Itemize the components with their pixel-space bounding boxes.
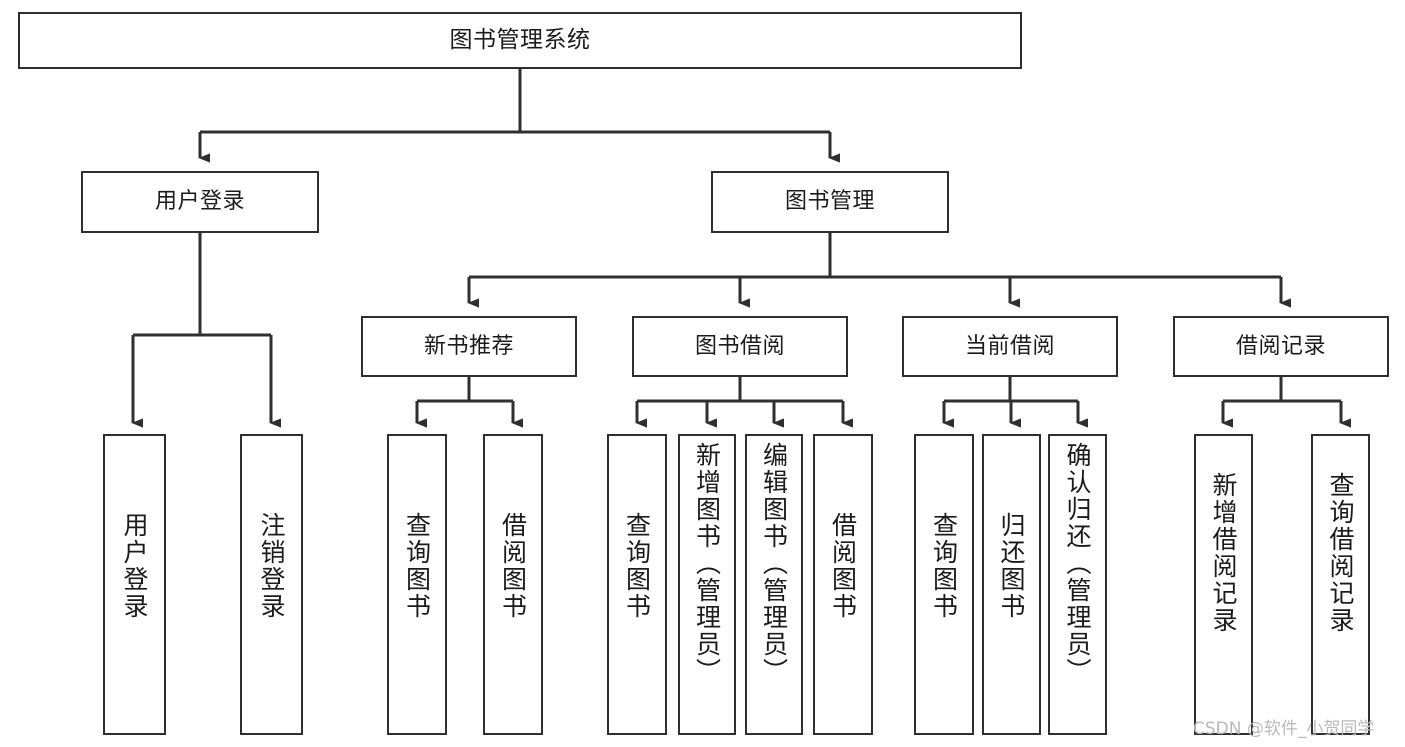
node-label: 借阅图书 <box>828 512 858 620</box>
node-label: 图书借阅 <box>694 333 785 359</box>
node-label: 查询图书 <box>402 512 432 620</box>
node-label: 编辑图书（管理员） <box>759 442 789 685</box>
node-label: 新增借阅记录 <box>1209 472 1238 634</box>
node-leaf-query-book-current[interactable]: 查询图书 <box>914 434 974 735</box>
node-leaf-query-borrow-record[interactable]: 查询借阅记录 <box>1311 434 1370 735</box>
node-leaf-query-book-borrow[interactable]: 查询图书 <box>607 434 667 735</box>
node-current-borrow[interactable]: 当前借阅 <box>902 316 1118 377</box>
node-leaf-add-book-admin[interactable]: 新增图书（管理员） <box>678 434 736 735</box>
node-label: 新增图书（管理员） <box>692 442 722 685</box>
node-leaf-borrow-book-recommend[interactable]: 借阅图书 <box>483 434 543 735</box>
node-leaf-query-book-recommend[interactable]: 查询图书 <box>387 434 447 735</box>
node-leaf-edit-book-admin[interactable]: 编辑图书（管理员） <box>745 434 803 735</box>
node-label: 图书管理 <box>784 189 875 215</box>
node-label: 用户登录 <box>154 189 245 215</box>
node-leaf-user-login[interactable]: 用户登录 <box>103 434 166 735</box>
node-leaf-logout-login[interactable]: 注销登录 <box>240 434 303 735</box>
node-label: 查询图书 <box>929 512 959 620</box>
node-user-login[interactable]: 用户登录 <box>81 171 319 233</box>
node-root-book-management-system[interactable]: 图书管理系统 <box>18 12 1022 69</box>
node-label: 查询借阅记录 <box>1326 472 1355 634</box>
node-book-borrow[interactable]: 图书借阅 <box>632 316 848 377</box>
node-label: 新书推荐 <box>423 333 514 359</box>
node-label: 用户登录 <box>120 512 149 620</box>
node-label: 确认归还（管理员） <box>1063 442 1092 685</box>
node-borrow-record[interactable]: 借阅记录 <box>1173 316 1389 377</box>
node-leaf-confirm-return-admin[interactable]: 确认归还（管理员） <box>1048 434 1107 735</box>
node-book-management[interactable]: 图书管理 <box>711 171 949 233</box>
node-label: 图书管理系统 <box>449 26 591 53</box>
node-label: 注销登录 <box>257 512 286 620</box>
node-label: 借阅图书 <box>498 512 528 620</box>
node-label: 查询图书 <box>622 512 652 620</box>
csdn-watermark: CSDN @软件_小贺同学 <box>1193 719 1375 739</box>
node-leaf-borrow-book-borrow[interactable]: 借阅图书 <box>813 434 873 735</box>
node-label: 当前借阅 <box>964 333 1055 359</box>
node-leaf-add-borrow-record[interactable]: 新增借阅记录 <box>1194 434 1253 735</box>
node-leaf-return-book[interactable]: 归还图书 <box>982 434 1041 735</box>
node-label: 借阅记录 <box>1235 333 1326 359</box>
node-label: 归还图书 <box>997 512 1026 620</box>
node-new-book-recommend[interactable]: 新书推荐 <box>361 316 577 377</box>
